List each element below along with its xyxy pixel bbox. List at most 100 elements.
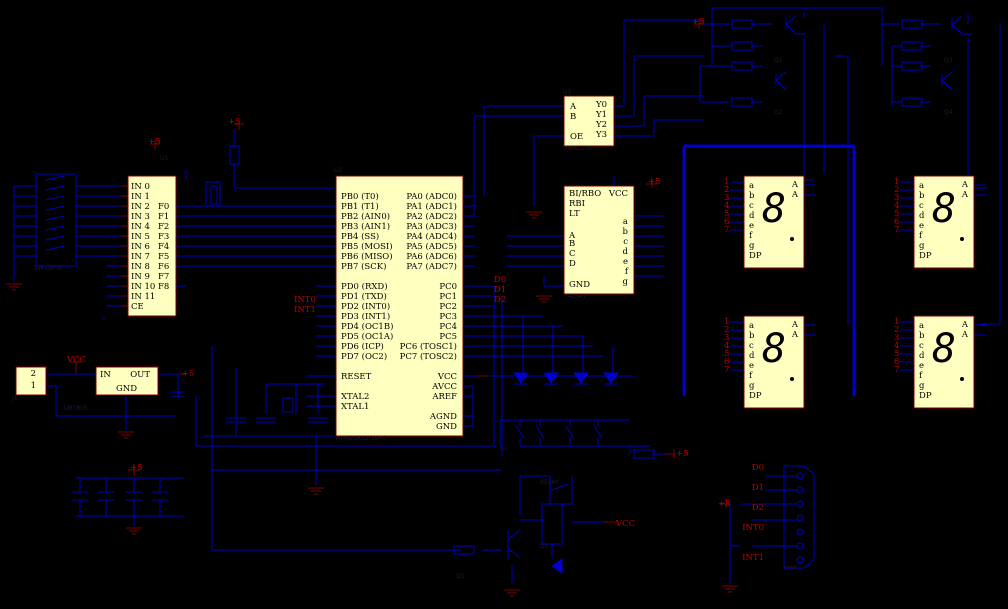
segment-pin-label: g bbox=[749, 381, 755, 391]
mcu-left-pin-label: PB4 (SS) bbox=[341, 231, 379, 242]
plus5-label: +5 bbox=[676, 449, 689, 459]
mcu-left-pin-label: PB7 (SCK) bbox=[341, 261, 386, 272]
mcu-left-pin-label: PD6 (ICP) bbox=[341, 341, 384, 352]
plus5-label: +5 bbox=[148, 137, 161, 147]
segment-pin-label: a bbox=[749, 321, 754, 331]
decoupling-caps bbox=[72, 464, 184, 535]
plus5-label: +5 bbox=[182, 369, 195, 379]
decimal-point bbox=[960, 237, 964, 241]
component-designator: DB9 bbox=[784, 565, 797, 572]
mcu-left-pin-label: PB0 (T0) bbox=[341, 191, 379, 202]
bcd-input-label: D bbox=[569, 259, 576, 269]
common-anode-label: A bbox=[791, 180, 799, 190]
encoder-input-label: IN 4 bbox=[131, 222, 150, 232]
encoder-input-label: IN 2 bbox=[131, 202, 150, 212]
component-designator: ATMEGA32-16PC bbox=[336, 435, 386, 442]
component-designator: 74LS47 bbox=[564, 293, 587, 300]
mcu-left-pin-label: PB6 (MISO) bbox=[341, 251, 393, 262]
misc-wires bbox=[195, 286, 503, 456]
display-pin-number: 2 bbox=[894, 325, 899, 335]
bcd-output-label: g bbox=[623, 277, 629, 287]
mcu-right-pin-label: PC0 bbox=[439, 282, 457, 292]
display-pin-number: 3 bbox=[894, 193, 899, 203]
display-pin-number: 6 bbox=[894, 217, 899, 227]
bcd-output-label: c bbox=[623, 237, 628, 247]
segment-pin-label: d bbox=[919, 351, 925, 361]
mcu-right-pin-label: PA2 (ADC2) bbox=[406, 211, 457, 222]
encoder-input-label: IN 11 bbox=[131, 292, 155, 302]
mcu-right-pin-label: PA4 (ADC4) bbox=[406, 231, 457, 242]
segment-pin-label: g bbox=[749, 241, 755, 251]
component-designator: Q2 bbox=[774, 109, 783, 116]
decimal-point bbox=[790, 377, 794, 381]
display-pin-number: 6 bbox=[724, 357, 729, 367]
component-designator: Q3 bbox=[944, 57, 953, 64]
mcu-right-pin-label: PC4 bbox=[439, 322, 457, 332]
segment-pin-label: b bbox=[919, 331, 925, 341]
display-pin-number: 5 bbox=[894, 209, 899, 219]
mcu-left-pin-label: PB5 (MOSI) bbox=[341, 241, 393, 252]
common-anode-label: A bbox=[791, 190, 799, 200]
net-label-d: D1 bbox=[494, 285, 506, 295]
component-designator: LM7805 bbox=[64, 405, 88, 412]
seven-segment-display bbox=[743, 175, 805, 269]
decoder-output-label: Y2 bbox=[595, 120, 607, 130]
db9-net-label: INT0 bbox=[742, 523, 764, 533]
mcu-right-pin-label: GND bbox=[436, 422, 457, 432]
regulator-out-label: OUT bbox=[130, 370, 150, 380]
encoder-output-label: F0 bbox=[158, 202, 169, 212]
component-designator: S1 bbox=[500, 445, 508, 452]
plus5-label: +5 bbox=[692, 17, 705, 27]
mcu-right-pin-label: PA0 (ADC0) bbox=[406, 191, 457, 202]
mcu-left-pin-label: PD7 (OC2) bbox=[341, 351, 387, 362]
mcu-right-pin-label: PC6 (TOSC1) bbox=[400, 341, 457, 352]
segment-pin-label: c bbox=[919, 201, 924, 211]
digit-glyph: 8 bbox=[762, 326, 786, 372]
segment-pin-label: a bbox=[919, 321, 924, 331]
component-designator: SW DIP-8 bbox=[34, 265, 62, 272]
db9-net-label: INT1 bbox=[742, 553, 764, 563]
digit-glyph: 8 bbox=[762, 186, 786, 232]
connector-pin-label: 2 bbox=[31, 369, 36, 379]
encoder-input-label: IN 0 bbox=[131, 182, 150, 192]
component-designator: Q4 bbox=[944, 109, 953, 116]
db9-net-label: D2 bbox=[752, 503, 764, 513]
encoder-output-label: F4 bbox=[158, 242, 169, 252]
bcd-decoder-ic bbox=[506, 176, 664, 303]
display-pin-number: 4 bbox=[894, 341, 899, 351]
pullup-resistor bbox=[150, 123, 334, 207]
encoder-input-label: IN 8 bbox=[131, 262, 150, 272]
seven-segment-display bbox=[913, 175, 975, 269]
common-anode-label: A bbox=[961, 320, 969, 330]
digit-drivers bbox=[694, 7, 1001, 326]
anode-wire bbox=[974, 184, 986, 196]
component-designator: 74HC139 bbox=[564, 145, 592, 152]
encoder-output-label: F3 bbox=[158, 232, 169, 242]
bcd-input-label: RBI bbox=[569, 199, 585, 209]
common-anode-label: A bbox=[791, 330, 799, 340]
digit-glyph: 8 bbox=[932, 186, 956, 232]
mcu-right-pin-label: AREF bbox=[431, 392, 457, 402]
dip-switch-pack bbox=[6, 173, 126, 291]
bcd-output-label: a bbox=[623, 217, 628, 227]
encoder-input-label: IN 1 bbox=[131, 192, 150, 202]
segment-pin-label: DP bbox=[919, 391, 932, 401]
mcu-right-pin-label: PC5 bbox=[439, 332, 457, 342]
segment-pin-label: a bbox=[749, 181, 754, 191]
encoder-input-label: IN 5 bbox=[131, 232, 150, 242]
segment-pin-label: e bbox=[919, 361, 924, 371]
voltage-regulator bbox=[15, 361, 186, 439]
segment-pin-label: DP bbox=[749, 251, 762, 261]
mcu-left-pin-label: PB3 (AIN1) bbox=[341, 221, 390, 232]
component-designator: U1 bbox=[160, 155, 168, 162]
decoder-input-label: A bbox=[569, 102, 577, 112]
segment-pin-label: f bbox=[749, 371, 753, 381]
encoder-output-label: F8 bbox=[158, 282, 169, 292]
mcu-left-pin-label: RESET bbox=[341, 372, 372, 382]
segment-pin-label: g bbox=[919, 381, 925, 391]
display-pin-number: 2 bbox=[724, 185, 729, 195]
display-pin-number: 4 bbox=[894, 201, 899, 211]
mcu-left-pin-label: PB2 (AIN0) bbox=[341, 211, 390, 222]
anode-wire bbox=[804, 324, 816, 336]
seven-segment-display bbox=[913, 315, 975, 409]
